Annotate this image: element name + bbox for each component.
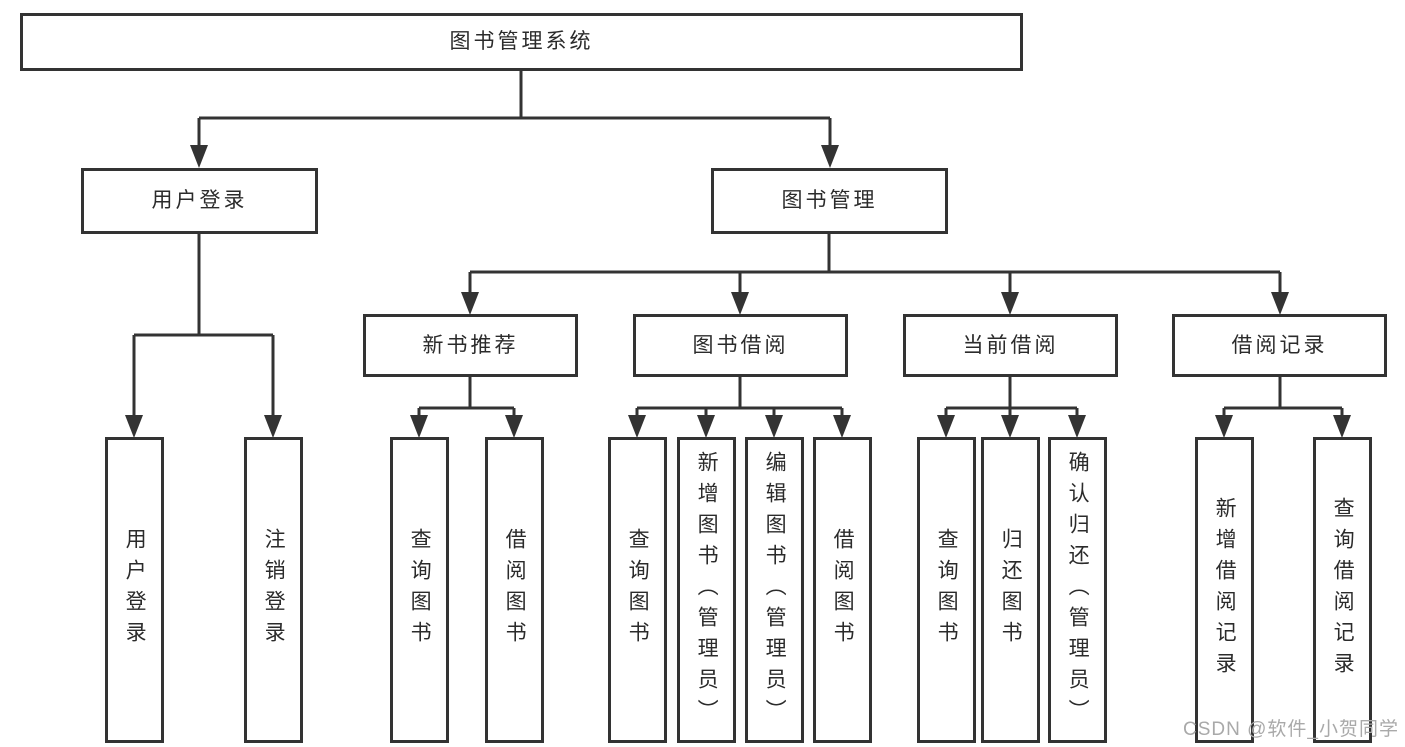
leaf-query-books-recommend: 查询图书 xyxy=(390,437,449,743)
node-book-borrowing: 图书借阅 xyxy=(633,314,848,377)
leaf-query-books-borrowing: 查询图书 xyxy=(608,437,667,743)
leaf-query-books-current: 查询图书 xyxy=(917,437,976,743)
node-book-management: 图书管理 xyxy=(711,168,948,234)
leaf-confirm-return-admin: 确认归还（管理员） xyxy=(1048,437,1107,743)
leaf-user-login: 用户登录 xyxy=(105,437,164,743)
leaf-return-books: 归还图书 xyxy=(981,437,1040,743)
node-user-login: 用户登录 xyxy=(81,168,318,234)
node-new-book-recommend: 新书推荐 xyxy=(363,314,578,377)
node-current-borrowing: 当前借阅 xyxy=(903,314,1118,377)
node-root: 图书管理系统 xyxy=(20,13,1023,71)
csdn-watermark: CSDN @软件_小贺同学 xyxy=(1183,719,1399,740)
leaf-logout: 注销登录 xyxy=(244,437,303,743)
leaf-add-borrow-record: 新增借阅记录 xyxy=(1195,437,1254,743)
node-borrowing-records: 借阅记录 xyxy=(1172,314,1387,377)
leaf-add-books-admin: 新增图书（管理员） xyxy=(677,437,736,743)
leaf-edit-books-admin: 编辑图书（管理员） xyxy=(745,437,804,743)
leaf-query-borrow-record: 查询借阅记录 xyxy=(1313,437,1372,743)
leaf-borrow-books-recommend: 借阅图书 xyxy=(485,437,544,743)
leaf-borrow-books-borrowing: 借阅图书 xyxy=(813,437,872,743)
